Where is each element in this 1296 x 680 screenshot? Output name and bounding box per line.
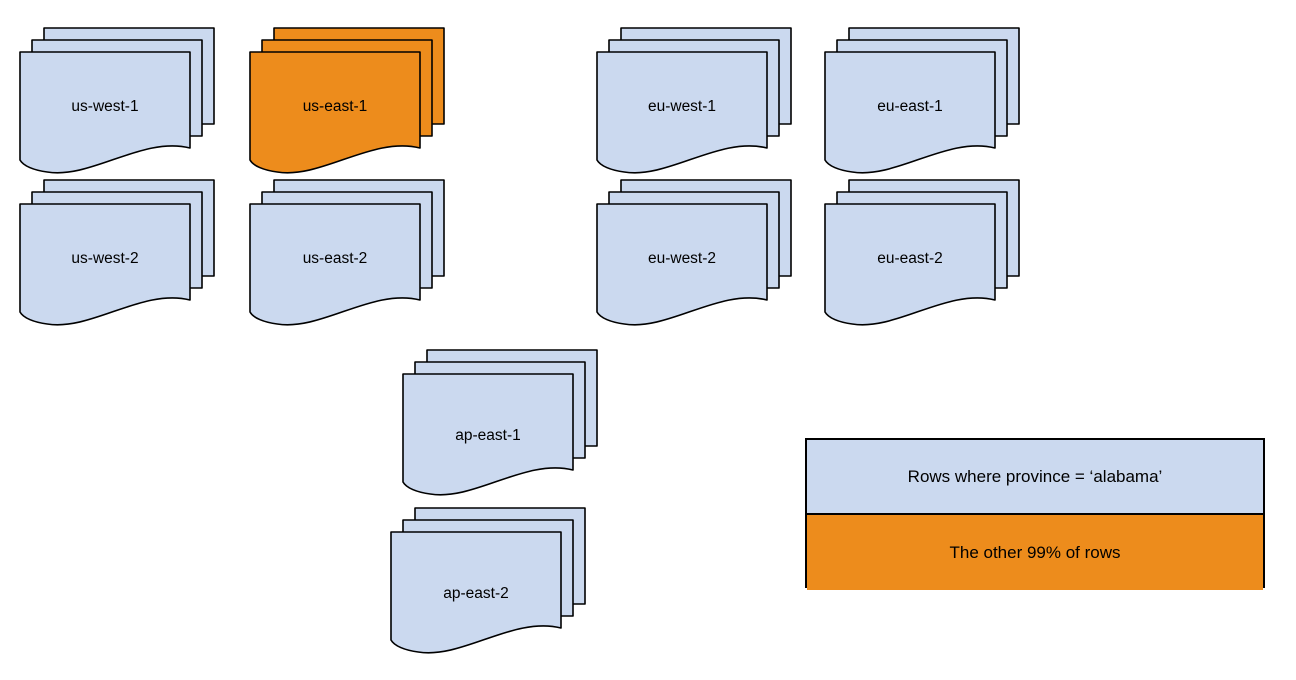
legend-row-other-rows: The other 99% of rows <box>807 515 1263 590</box>
document-stack-shape <box>402 349 598 496</box>
legend-row-label: Rows where province = ‘alabama’ <box>907 466 1163 486</box>
document-stack-shape <box>596 27 792 174</box>
document-stack-shape <box>596 179 792 326</box>
document-sheet <box>596 203 768 326</box>
document-sheet <box>824 51 996 174</box>
document-sheet <box>596 51 768 174</box>
document-stack-shape <box>824 27 1020 174</box>
legend-row-label: The other 99% of rows <box>949 542 1121 562</box>
document-sheet <box>402 373 574 496</box>
document-sheet <box>249 203 421 326</box>
document-sheet <box>249 51 421 174</box>
document-stack-shape <box>19 27 215 174</box>
document-stack-shape <box>249 179 445 326</box>
legend-box: Rows where province = ‘alabama’ The other… <box>805 438 1265 590</box>
document-sheet <box>824 203 996 326</box>
document-stack-shape <box>824 179 1020 326</box>
legend-row-alabama-rows: Rows where province = ‘alabama’ <box>807 440 1263 515</box>
document-stack-shape <box>19 179 215 326</box>
document-stack-shape <box>390 507 586 654</box>
document-sheet <box>19 203 191 326</box>
document-stack-shape <box>249 27 445 174</box>
document-sheet <box>19 51 191 174</box>
document-sheet <box>390 531 562 654</box>
